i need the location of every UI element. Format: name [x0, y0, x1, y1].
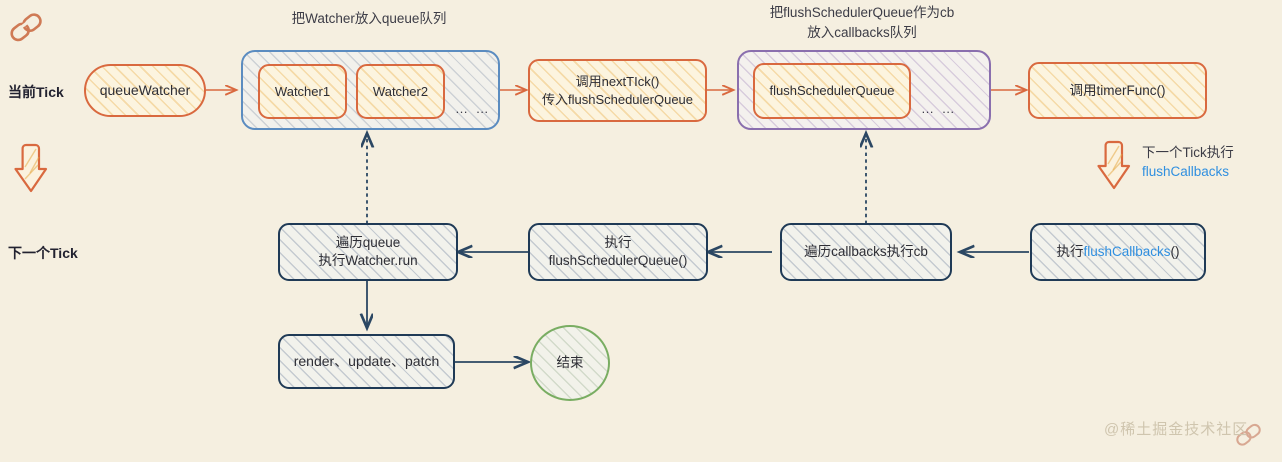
container-callbacks[interactable]: flushSchedulerQueue … … [737, 50, 991, 130]
down-arrow-icon-left [14, 143, 48, 193]
node-traverse-queue[interactable]: 遍历queue 执行Watcher.run [278, 223, 458, 281]
node-traverse-queue-line2: 执行Watcher.run [318, 253, 418, 268]
callbacks-ellipsis: … … [921, 101, 957, 116]
node-exec-flush-scheduler-queue[interactable]: 执行 flushSchedulerQueue() [528, 223, 708, 281]
node-render-update-patch[interactable]: render、update、patch [278, 334, 455, 389]
node-queue-watcher[interactable]: queueWatcher [84, 64, 206, 117]
node-exec-flush-callbacks-ident: flushCallbacks [1083, 244, 1171, 260]
annotation-next-tick-exec-line1: 下一个Tick执行 [1142, 145, 1234, 160]
node-watcher-1[interactable]: Watcher1 [258, 64, 347, 119]
node-next-tick-call[interactable]: 调用nextTIck() 传入flushSchedulerQueue [528, 59, 707, 122]
annotation-callbacks-note-line1: 把flushSchedulerQueue作为cb [769, 5, 955, 20]
annotation-next-tick-exec-line2: flushCallbacks [1142, 164, 1230, 179]
queue-ellipsis: … … [455, 101, 491, 116]
node-timer-func-label: 调用timerFunc() [1069, 82, 1166, 98]
node-timer-func[interactable]: 调用timerFunc() [1028, 62, 1207, 119]
node-exec-flush-callbacks-prefix: 执行 [1056, 244, 1084, 260]
down-arrow-icon-right [1097, 140, 1131, 190]
node-watcher-1-label: Watcher1 [274, 83, 331, 99]
node-traverse-callbacks-label: 遍历callbacks执行cb [804, 244, 928, 260]
node-next-tick-call-line2: 传入flushSchedulerQueue [541, 91, 694, 107]
node-watcher-2-label: Watcher2 [372, 83, 429, 99]
node-queue-watcher-label: queueWatcher [99, 82, 191, 99]
label-next-tick: 下一个Tick [8, 245, 78, 261]
container-queue[interactable]: Watcher1 Watcher2 … … [241, 50, 500, 130]
node-exec-flush-scheduler-queue-line1: 执行 [604, 235, 632, 251]
node-exec-flush-scheduler-queue-line2: flushSchedulerQueue() [548, 253, 688, 268]
node-flush-scheduler-queue[interactable]: flushSchedulerQueue [753, 63, 911, 119]
watermark-text: @稀土掘金技术社区 [1104, 421, 1249, 438]
node-end[interactable]: 结束 [530, 325, 610, 401]
label-current-tick: 当前Tick [8, 84, 64, 100]
node-flush-scheduler-queue-label: flushSchedulerQueue [769, 83, 895, 99]
node-render-update-patch-label: render、update、patch [293, 353, 440, 370]
broken-link-icon-top-left [10, 13, 42, 42]
node-end-label: 结束 [556, 355, 584, 371]
node-traverse-queue-line1: 遍历queue [335, 235, 401, 251]
node-next-tick-call-line1: 调用nextTIck() [575, 74, 660, 90]
node-traverse-callbacks[interactable]: 遍历callbacks执行cb [780, 223, 952, 281]
annotation-queue-note: 把Watcher放入queue队列 [291, 11, 447, 26]
node-exec-flush-callbacks-suffix: () [1170, 244, 1180, 260]
node-watcher-2[interactable]: Watcher2 [356, 64, 445, 119]
annotation-callbacks-note-line2: 放入callbacks队列 [807, 25, 917, 40]
